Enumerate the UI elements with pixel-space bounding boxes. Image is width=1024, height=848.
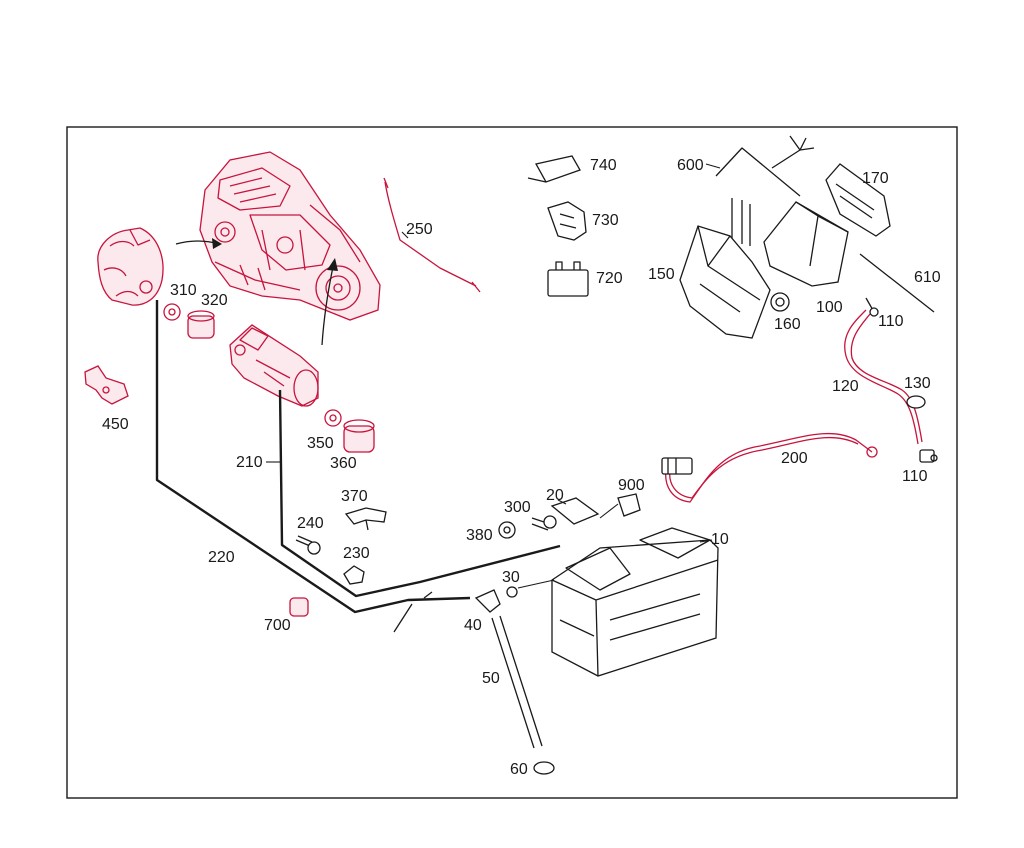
cable-200-eyelet [866, 446, 878, 458]
engine-arrow-right-head [327, 258, 338, 271]
callout-30: 30 [502, 569, 520, 586]
part-320 [187, 310, 215, 339]
part-720 [547, 261, 589, 297]
part-30-plug [506, 586, 518, 598]
bracket-600-line [715, 147, 801, 246]
cable-120-b [850, 313, 923, 443]
callout-110-lower: 110 [902, 468, 928, 485]
starter-motor [229, 324, 319, 407]
wire-220 [155, 300, 471, 614]
callout-110-upper: 110 [878, 313, 904, 330]
part-110-lower [919, 449, 938, 463]
callout-130: 130 [904, 375, 931, 392]
part-100-battery [763, 201, 849, 287]
leader-600 [705, 163, 721, 169]
diagram-border [66, 126, 958, 799]
callout-360: 360 [330, 455, 357, 472]
callout-310: 310 [170, 282, 197, 299]
part-50-hose [491, 615, 543, 749]
part-10-battery [551, 527, 719, 677]
part-740 [527, 155, 581, 183]
cable-200-connector [661, 457, 693, 475]
engine-assembly [199, 151, 381, 321]
callout-300: 300 [504, 499, 531, 516]
part-360 [343, 419, 375, 453]
part-300-bolt [531, 515, 557, 531]
callout-610: 610 [914, 269, 941, 286]
leader-20 [557, 499, 567, 505]
callout-900: 900 [618, 477, 645, 494]
part-240-bolt [295, 535, 321, 555]
callout-230: 230 [343, 545, 370, 562]
callout-170: 170 [862, 170, 889, 187]
callout-40: 40 [464, 617, 482, 634]
callout-320: 320 [201, 292, 228, 309]
part-160 [770, 292, 790, 312]
callout-100: 100 [816, 299, 843, 316]
leader-250 [401, 231, 409, 239]
antenna-marker [771, 135, 815, 169]
part-350 [324, 409, 342, 427]
part-60-cap [533, 761, 555, 775]
part-380-nut [498, 521, 516, 539]
cable-200 [665, 432, 873, 503]
callout-720: 720 [596, 270, 623, 287]
part-450-bracket [84, 365, 129, 405]
part-730 [547, 201, 587, 241]
alternator [97, 227, 164, 306]
callout-370: 370 [341, 488, 368, 505]
engine-arrow-left-head [212, 238, 222, 249]
part-310 [163, 303, 181, 321]
callout-220: 220 [208, 549, 235, 566]
callout-450: 450 [102, 416, 129, 433]
cable-250-end [383, 177, 481, 293]
callout-350: 350 [307, 435, 334, 452]
callout-120: 120 [832, 378, 859, 395]
part-700-grommet [289, 597, 309, 617]
callout-700: 700 [264, 617, 291, 634]
callout-740: 740 [590, 157, 617, 174]
part-20-pad [550, 497, 600, 525]
callout-380: 380 [466, 527, 493, 544]
part-150-tray [679, 225, 771, 339]
callout-10: 10 [711, 531, 729, 548]
line-610 [859, 253, 935, 313]
wire-branch [393, 591, 433, 633]
callout-50: 50 [482, 670, 500, 687]
callout-600: 600 [677, 157, 704, 174]
callout-160: 160 [774, 316, 801, 333]
part-230-clip [343, 565, 365, 585]
callout-150: 150 [648, 266, 675, 283]
callout-210: 210 [236, 454, 263, 471]
wire-210 [278, 389, 561, 598]
part-130 [906, 395, 926, 409]
part-370-bracket [344, 507, 387, 531]
callout-20: 20 [546, 487, 564, 504]
callout-200: 200 [781, 450, 808, 467]
part-110-upper [865, 297, 879, 317]
leader-10 [699, 539, 713, 543]
callout-250: 250 [406, 221, 433, 238]
part-170 [825, 163, 891, 237]
callout-240: 240 [297, 515, 324, 532]
cable-200-b [669, 436, 859, 499]
leader-30 [517, 579, 555, 589]
cable-120 [844, 309, 919, 445]
cable-250 [384, 181, 477, 287]
callout-60: 60 [510, 761, 528, 778]
callout-730: 730 [592, 212, 619, 229]
part-40-elbow [474, 589, 501, 613]
leader-900 [599, 503, 619, 519]
part-900-tag [617, 493, 641, 517]
